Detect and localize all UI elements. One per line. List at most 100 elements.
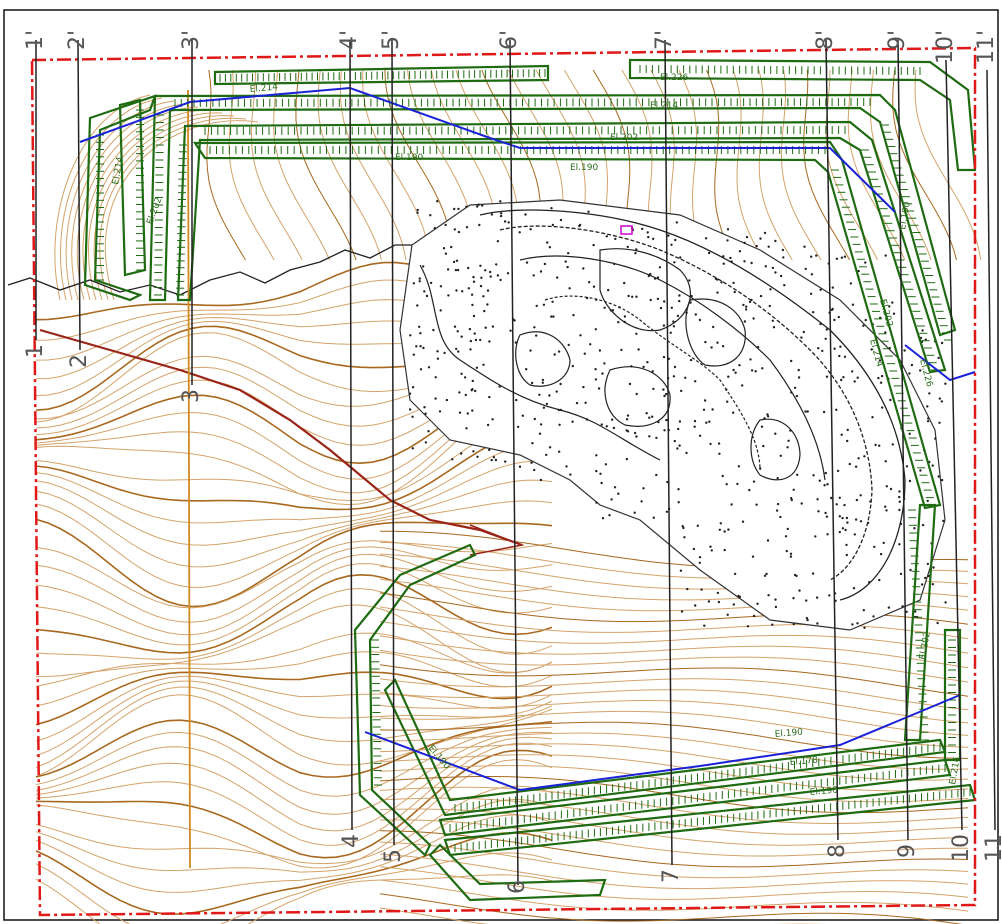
rock-dot: [889, 487, 893, 491]
rock-dot: [771, 623, 774, 626]
rock-dot: [716, 341, 719, 344]
rock-dot: [892, 312, 896, 315]
contour-line: [35, 429, 553, 511]
rock-dot: [703, 399, 707, 402]
rock-dot: [678, 294, 681, 297]
rock-dot: [862, 324, 865, 327]
rock-dot: [626, 245, 629, 249]
rock-dot: [436, 357, 440, 360]
rock-dot: [910, 363, 914, 367]
rock-dot: [492, 456, 496, 459]
rock-dot: [558, 450, 561, 453]
rock-dot: [682, 526, 685, 530]
rock-dot: [710, 346, 713, 349]
contour-line: [379, 664, 969, 697]
rock-dot: [763, 574, 767, 577]
rock-dot: [891, 443, 894, 446]
rock-dot: [538, 393, 541, 396]
rock-dot: [489, 275, 492, 278]
rock-dot: [658, 266, 662, 269]
section-label-top-4: 4': [337, 30, 362, 50]
contour-line: [250, 69, 303, 261]
rock-dot: [718, 528, 721, 531]
bench-outline: [148, 93, 957, 337]
rock-dot: [688, 279, 691, 282]
rock-dot: [940, 341, 944, 345]
rock-dot: [634, 252, 637, 255]
rock-dot: [419, 345, 422, 348]
rock-dot: [429, 281, 433, 285]
rock-dot: [826, 533, 829, 536]
rock-dot: [436, 350, 439, 353]
rock-dot: [453, 325, 457, 328]
contour-line: [379, 866, 969, 900]
rock-dot: [837, 315, 840, 319]
rock-dot: [812, 474, 815, 477]
rock-dot: [859, 520, 863, 523]
section-line-4: [349, 39, 353, 831]
rock-dot: [640, 500, 643, 503]
rock-dot: [711, 408, 714, 411]
rock-dot: [446, 268, 450, 271]
contour-line: [379, 907, 829, 924]
contour-line: [35, 680, 553, 757]
rock-dot: [937, 475, 940, 478]
rock-dot: [790, 359, 793, 363]
rock-dot: [689, 358, 693, 362]
rock-dot: [737, 465, 741, 468]
contour-line: [379, 620, 969, 654]
rock-dot: [741, 384, 744, 387]
contour-line: [65, 100, 175, 301]
rock-dot: [862, 609, 865, 612]
rock-dot: [529, 228, 532, 231]
rock-dot: [694, 313, 697, 316]
contour-line: [379, 699, 969, 736]
rock-dot: [815, 596, 819, 599]
contour-line: [35, 518, 553, 608]
rock-dot: [887, 606, 891, 609]
rock-dot: [878, 578, 881, 582]
rock-dot: [833, 347, 836, 350]
rock-dot: [453, 207, 456, 211]
rock-dot: [851, 370, 854, 373]
rock-dot: [898, 490, 901, 493]
rock-dot: [613, 486, 617, 489]
rock-dot: [786, 527, 789, 531]
rock-dot: [707, 600, 711, 603]
rock-dot: [677, 427, 680, 431]
contour-line: [206, 69, 246, 261]
rock-dot: [575, 401, 579, 405]
section-line-8: [825, 39, 839, 841]
rock-dot: [855, 498, 859, 502]
rock-dot: [416, 211, 419, 214]
rock-dot: [795, 574, 798, 578]
rock-dot: [727, 528, 730, 531]
rock-dot: [611, 309, 615, 312]
rock-dot: [425, 294, 429, 298]
section-label-bottom-7: 7: [659, 869, 684, 883]
rock-dot: [605, 235, 608, 238]
contour-line: [35, 852, 553, 924]
rock-dot: [838, 515, 841, 518]
section-label-top-6: 6': [497, 30, 522, 50]
rock-dot: [663, 300, 666, 303]
rock-dot: [411, 386, 415, 389]
contour-line: [379, 689, 969, 724]
rock-dot: [635, 248, 638, 251]
section-label-bottom-10: 10: [949, 834, 974, 862]
rock-dot: [454, 268, 458, 272]
rock-dot: [775, 509, 779, 512]
rock-dot: [472, 275, 475, 279]
rock-dot: [726, 613, 729, 616]
rock-dot: [882, 541, 885, 545]
rock-dot: [759, 294, 763, 298]
rock-dot: [811, 572, 815, 575]
rock-dot: [694, 380, 697, 383]
elevation-label: El.214: [111, 156, 126, 186]
rock-dot: [717, 600, 721, 604]
rock-dot: [693, 425, 696, 428]
rock-dot: [870, 348, 873, 351]
contour-line: [317, 69, 382, 261]
rock-dot: [457, 230, 461, 234]
rock-dot: [708, 420, 711, 423]
